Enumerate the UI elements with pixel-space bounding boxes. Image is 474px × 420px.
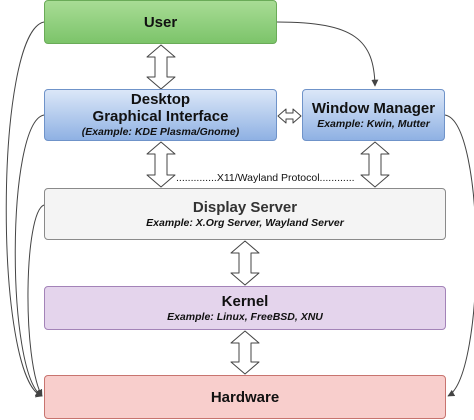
display-title: Display Server — [192, 198, 298, 216]
kernel-title: Kernel — [221, 292, 269, 310]
arrow-kernel-hardware — [230, 330, 260, 375]
user-title: User — [143, 13, 178, 31]
curve-user-to-hardware — [5, 21, 45, 398]
desktop-title-line1: Desktop — [130, 91, 191, 108]
curve-wm-to-hardware — [444, 114, 474, 397]
wm-title: Window Manager — [311, 99, 436, 117]
arrow-desktop-display — [146, 141, 176, 188]
curve-user-to-wm — [276, 21, 379, 87]
window-manager-node: Window Manager Example: Kwin, Mutter — [302, 89, 445, 141]
arrow-wm-display — [360, 141, 390, 188]
kernel-node: Kernel Example: Linux, FreeBSD, XNU — [44, 286, 446, 330]
kernel-example: Example: Linux, FreeBSD, XNU — [167, 310, 323, 323]
wm-example: Example: Kwin, Mutter — [317, 117, 430, 130]
hardware-node: Hardware — [44, 375, 446, 419]
protocol-label: ..............X11/Wayland Protocol......… — [176, 172, 355, 184]
user-node: User — [44, 0, 277, 44]
arrow-user-desktop — [146, 44, 176, 90]
display-example: Example: X.Org Server, Wayland Server — [146, 216, 344, 229]
hardware-title: Hardware — [210, 388, 280, 406]
desktop-title-line2: Graphical Interface — [92, 108, 229, 125]
arrow-display-kernel — [230, 240, 260, 286]
display-server-node: Display Server Example: X.Org Server, Wa… — [44, 188, 446, 240]
arrow-desktop-wm — [277, 108, 302, 124]
desktop-node: Desktop Graphical Interface (Example: KD… — [44, 89, 277, 141]
desktop-example: (Example: KDE Plasma/Gnome) — [81, 126, 240, 138]
curve-desktop-to-hardware — [14, 114, 45, 397]
curve-display-to-hardware — [27, 204, 45, 397]
